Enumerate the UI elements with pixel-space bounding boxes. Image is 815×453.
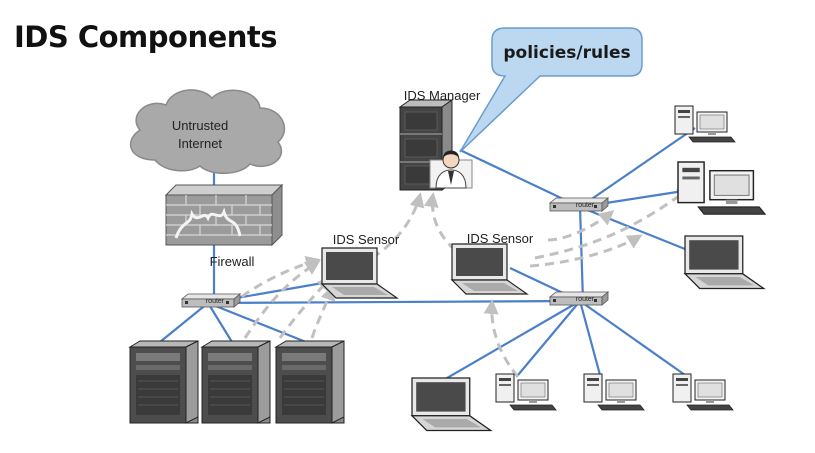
router-label-top: router <box>576 202 595 209</box>
flow-arrows <box>229 186 693 390</box>
network-links <box>159 127 701 386</box>
internet-label-line1: Untrusted <box>172 118 228 133</box>
server-icon <box>129 340 199 424</box>
desktop-icon <box>677 161 766 215</box>
policies-callout <box>459 27 643 153</box>
server-icon <box>275 340 345 424</box>
laptop-icon <box>411 377 492 432</box>
cloud-icon <box>130 89 286 174</box>
desktop-icon <box>583 373 645 411</box>
callout-text: policies/rules <box>503 43 630 63</box>
laptop-icon <box>451 243 528 295</box>
firewall-label: Firewall <box>210 254 255 269</box>
desktop-icon <box>672 373 734 411</box>
server-icon <box>201 340 271 424</box>
laptop-icon <box>321 247 398 299</box>
manager-label: IDS Manager <box>404 88 481 103</box>
sensor-right-label: IDS Sensor <box>467 231 534 246</box>
desktop-icon <box>495 373 557 411</box>
router-label-bottom: router <box>576 296 595 303</box>
sensor-left-label: IDS Sensor <box>333 232 400 247</box>
laptop-icon <box>684 235 765 290</box>
page-title: IDS Components <box>14 20 278 54</box>
firewall-icon <box>164 183 284 247</box>
internet-label-line2: Internet <box>178 136 222 151</box>
router-label-left: router <box>206 298 225 305</box>
user-icon <box>429 150 473 189</box>
